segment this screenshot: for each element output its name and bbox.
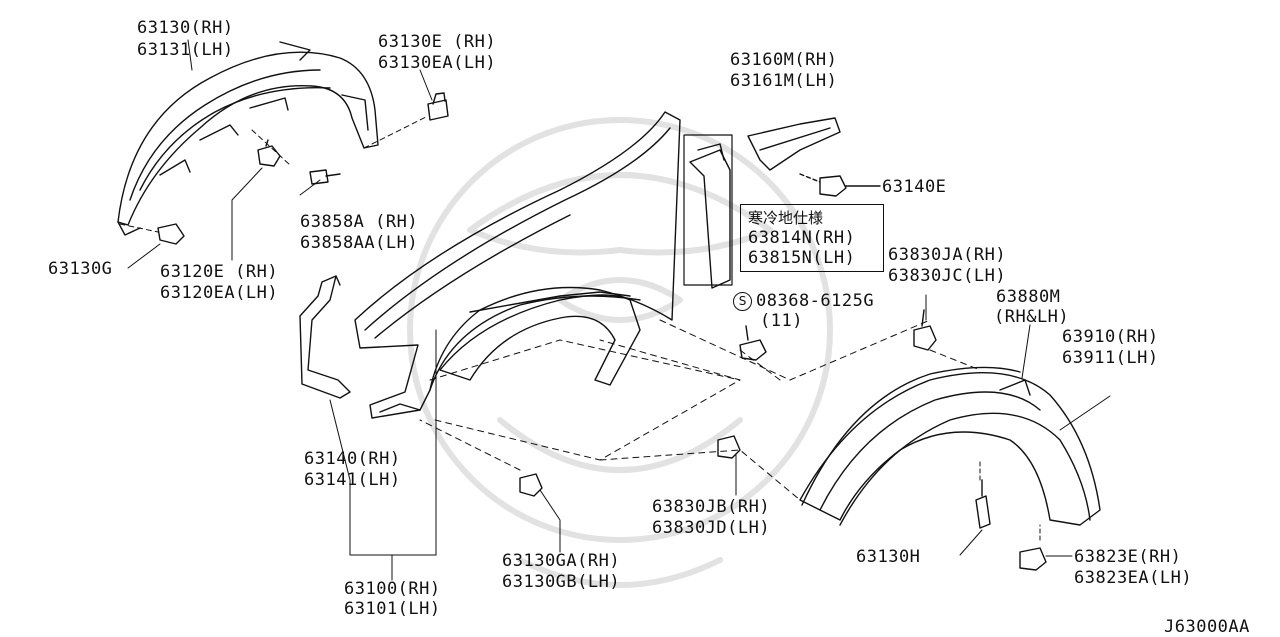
label-63911: 63911(LH) (1062, 348, 1159, 368)
label-63101: 63101(LH) (344, 599, 441, 619)
clip-63130GA (519, 473, 543, 497)
label-63130GA: 63130GA(RH) (502, 551, 621, 571)
label-cold-region-spec: 寒冷地仕様 (748, 209, 824, 227)
flare-seal (801, 366, 1021, 506)
label-63140E: 63140E (882, 177, 947, 197)
label-63830JD: 63830JD(LH) (652, 518, 771, 538)
insulator-63814N (689, 143, 731, 289)
label-63130G: 63130G (48, 259, 113, 279)
label-08368-qty: (11) (760, 311, 803, 331)
screw-63130H (975, 479, 991, 529)
label-63161M: 63161M(LH) (730, 71, 838, 91)
clip-63823E (1019, 547, 1047, 571)
label-63880M-side: (RH&LH) (994, 307, 1070, 327)
label-63880M: 63880M (996, 287, 1061, 307)
label-08368: 08368-6125G (756, 291, 875, 311)
label-63830JB: 63830JB(RH) (652, 497, 771, 517)
clip-63830JB (717, 435, 741, 459)
s-standard-part-icon: S (733, 292, 752, 311)
label-63130E: 63130E (RH) (378, 32, 497, 52)
leader-lines-protector (119, 39, 433, 269)
screw-63858A (309, 169, 341, 185)
watermark-emblem (407, 117, 833, 588)
clip-63130E (427, 92, 449, 121)
label-63120EA: 63120EA(LH) (160, 283, 279, 303)
label-63130GB: 63130GB(LH) (502, 572, 621, 592)
label-63823E: 63823E(RH) (1074, 547, 1182, 567)
label-63140: 63140(RH) (304, 449, 401, 469)
fender-liner (439, 291, 641, 386)
front-fender (354, 111, 681, 419)
label-63815N: 63815N(LH) (748, 248, 856, 268)
label-63823EA: 63823EA(LH) (1074, 568, 1193, 588)
wheel-housing-protector (117, 41, 379, 236)
label-63814N: 63814N(RH) (748, 228, 856, 248)
label-63830JC: 63830JC(LH) (888, 266, 1007, 286)
label-63130H: 63130H (856, 547, 921, 567)
diagram-code: J63000AA (1164, 617, 1250, 637)
leader-lines-center (329, 294, 927, 581)
bolt-08368 (739, 325, 767, 361)
front-seal (747, 117, 841, 171)
label-63858AA: 63858AA(LH) (300, 233, 419, 253)
cold-region-spec-box (740, 204, 884, 272)
assembly-dashed-lines (419, 319, 981, 501)
leader-lines-right (959, 324, 1111, 557)
label-63160M: 63160M(RH) (730, 50, 838, 70)
label-63130: 63130(RH) (137, 18, 234, 38)
label-63830JA: 63830JA(RH) (888, 245, 1007, 265)
label-63131: 63131(LH) (137, 40, 234, 60)
label-63141: 63141(LH) (304, 470, 401, 490)
clip-63140E (799, 173, 881, 197)
clip-63130G (157, 223, 185, 245)
label-63100: 63100(RH) (344, 579, 441, 599)
fender-bracket (299, 275, 351, 399)
clip-63120E (257, 139, 281, 167)
insulator-frame (683, 134, 733, 286)
label-63858A: 63858A (RH) (300, 212, 419, 232)
label-63130EA: 63130EA(LH) (378, 53, 497, 73)
label-63910: 63910(RH) (1062, 327, 1159, 347)
label-63120E: 63120E (RH) (160, 262, 279, 282)
clip-63830JA (913, 309, 937, 351)
fender-flare (799, 372, 1101, 526)
